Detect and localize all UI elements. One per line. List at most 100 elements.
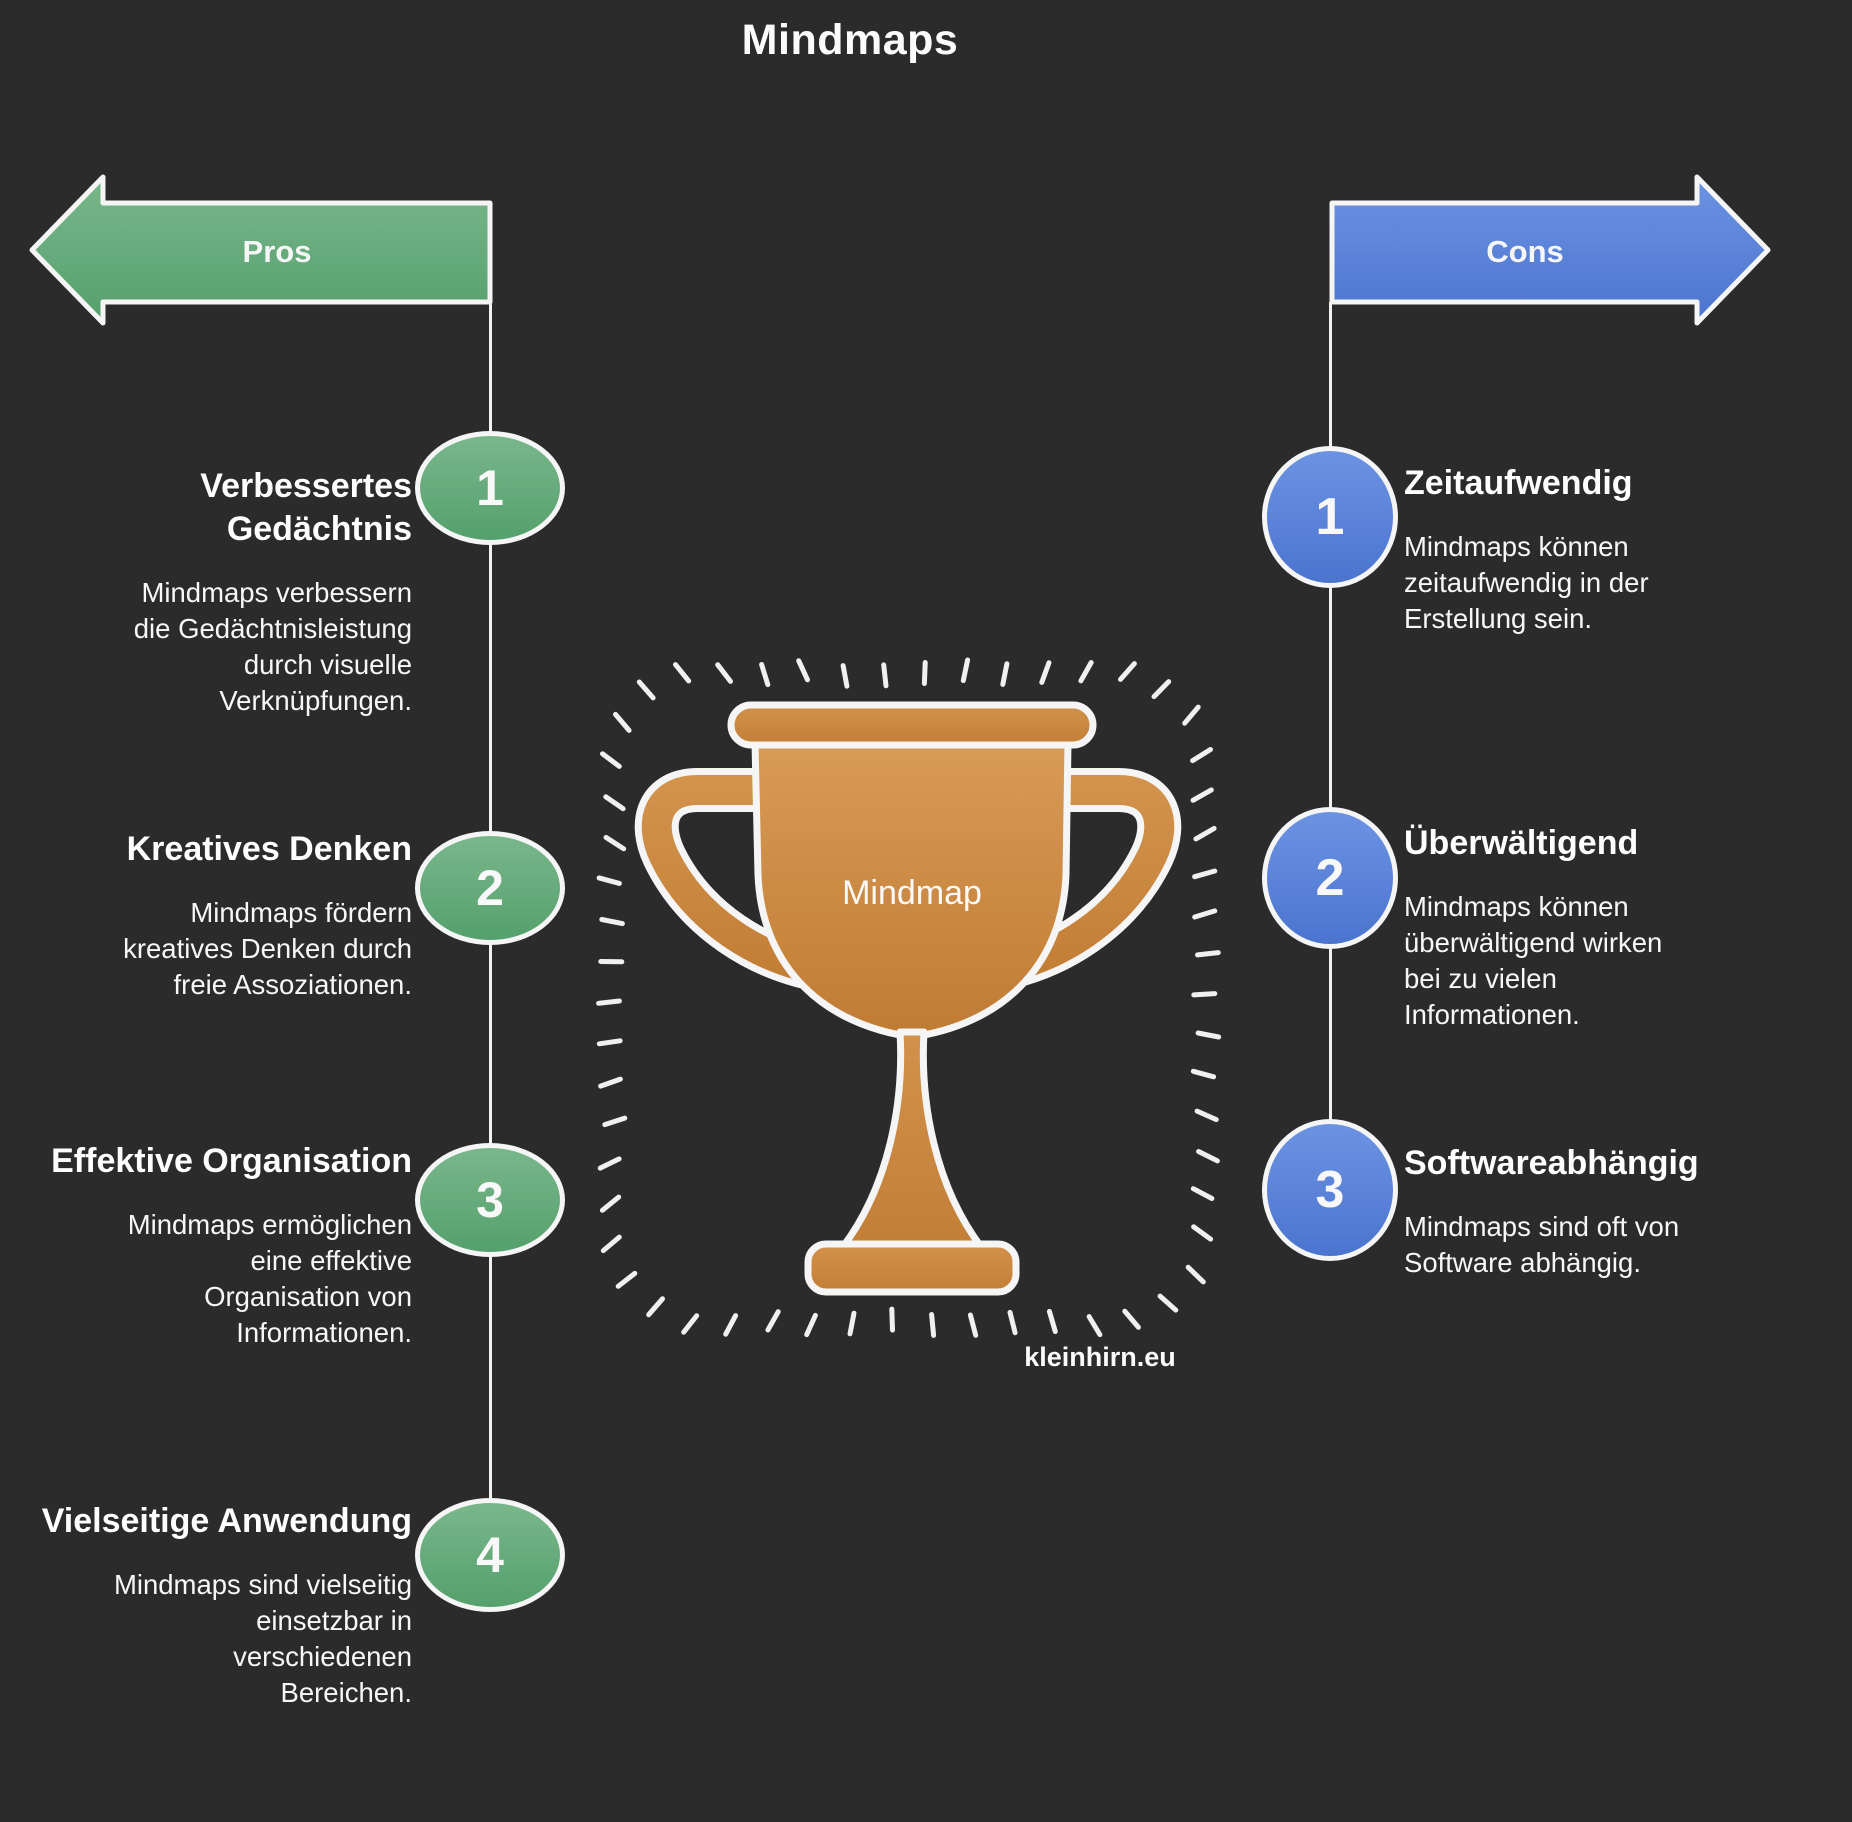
burst-tick: [796, 658, 810, 683]
pros-step-4-number: 4: [476, 1527, 504, 1583]
burst-tick: [1182, 704, 1201, 726]
burst-tick: [1192, 908, 1218, 920]
pros-item-2-heading: Kreatives Denken: [126, 830, 412, 868]
burst-tick: [1046, 1308, 1058, 1334]
burst-tick: [1194, 1108, 1219, 1123]
burst-tick: [596, 1038, 623, 1047]
cons-item-1: Zeitaufwendig Mindmaps können zeitaufwen…: [1404, 462, 1704, 637]
cons-item-3: Softwareabhängig Mindmaps sind oft von S…: [1404, 1142, 1704, 1281]
burst-tick: [599, 1194, 622, 1213]
burst-tick: [723, 1313, 739, 1337]
burst-tick: [603, 834, 627, 852]
burst-tick: [681, 1313, 700, 1335]
pros-step-3-badge: 3: [415, 1143, 565, 1257]
burst-tick: [1118, 661, 1137, 682]
pros-step-1-badge: 1: [415, 431, 565, 545]
burst-tick: [1039, 660, 1052, 685]
burst-tick: [636, 679, 656, 701]
burst-tick: [1192, 868, 1218, 880]
burst-tick: [921, 660, 928, 686]
pros-item-1-heading: Verbessertes Gedächtnis: [200, 467, 412, 548]
burst-tick: [759, 662, 771, 688]
burst-tick: [1190, 747, 1213, 764]
pros-step-2-badge: 2: [415, 831, 565, 945]
cons-timeline: [1329, 302, 1332, 1190]
cons-step-1-number: 1: [1315, 488, 1345, 546]
pros-step-1-number: 1: [476, 460, 504, 516]
cons-item-1-body: Mindmaps können zeitaufwendig in der Ers…: [1404, 530, 1649, 634]
cons-step-3-badge: 3: [1262, 1119, 1398, 1261]
burst-tick: [615, 1270, 638, 1289]
burst-tick: [602, 1115, 628, 1128]
cons-item-1-heading: Zeitaufwendig: [1404, 464, 1633, 502]
burst-tick: [1007, 1309, 1018, 1336]
cons-step-1-badge: 1: [1262, 446, 1398, 588]
burst-tick: [1190, 787, 1214, 803]
burst-tick: [804, 1312, 818, 1338]
burst-tick: [929, 1312, 937, 1338]
burst-tick: [1196, 1149, 1220, 1164]
pros-item-4-heading: Vielseitige Anwendung: [41, 1502, 412, 1540]
pros-step-4-badge: 4: [415, 1498, 565, 1612]
burst-tick: [596, 998, 622, 1006]
burst-tick: [1151, 679, 1172, 700]
pros-item-3: Effektive Organisation Mindmaps ermöglic…: [30, 1140, 412, 1351]
trophy-label: Mindmap: [842, 874, 982, 912]
burst-tick: [967, 1312, 979, 1338]
cons-arrow: [1329, 174, 1771, 326]
pros-item-2-body: Mindmaps fördern kreatives Denken durch …: [123, 896, 412, 1000]
burst-tick: [765, 1309, 781, 1333]
pros-item-3-body: Mindmaps ermöglichen eine effektive Orga…: [127, 1208, 412, 1348]
credit-text: kleinhirn.eu: [1024, 1342, 1176, 1372]
burst-tick: [1000, 661, 1010, 687]
burst-tick: [1193, 825, 1217, 842]
pros-arrow: [29, 174, 493, 326]
pros-item-4-body: Mindmaps sind vielseitig einsetzbar in v…: [113, 1568, 412, 1708]
trophy-icon: Mindmap: [634, 701, 1182, 1296]
burst-tick: [597, 1156, 622, 1171]
pros-item-4: Vielseitige Anwendung Mindmaps sind viel…: [30, 1500, 412, 1711]
burst-frame: [596, 657, 1222, 1338]
burst-tick: [600, 1234, 622, 1254]
burst-tick: [596, 875, 622, 886]
cons-step-2-badge: 2: [1262, 807, 1398, 949]
pros-item-1: Verbessertes Gedächtnis Mindmaps verbess…: [30, 465, 412, 719]
burst-tick: [1185, 1264, 1206, 1285]
burst-tick: [599, 917, 625, 927]
cons-arrow-label: Cons: [1486, 234, 1564, 269]
cons-item-3-body: Mindmaps sind oft von Software abhängig.: [1404, 1210, 1680, 1278]
burst-tick: [889, 1306, 895, 1333]
cons-item-2-heading: Überwältigend: [1404, 824, 1639, 862]
burst-tick: [715, 662, 733, 684]
pros-step-2-number: 2: [476, 860, 504, 916]
pros-step-3-number: 3: [476, 1172, 504, 1228]
burst-tick: [960, 657, 971, 684]
burst-tick: [673, 662, 692, 684]
page-title: Mindmaps: [741, 16, 959, 64]
burst-tick: [613, 711, 632, 733]
burst-tick: [598, 1076, 623, 1089]
burst-tick: [1195, 950, 1221, 958]
burst-tick: [1078, 660, 1094, 684]
burst-tick: [603, 794, 626, 812]
cons-item-2-body: Mindmaps können überwältigend wirken bei…: [1404, 890, 1663, 1030]
pros-arrow-label: Pros: [242, 234, 312, 269]
burst-tick: [1195, 1030, 1222, 1040]
cons-step-3-number: 3: [1315, 1161, 1345, 1219]
burst-tick: [1122, 1308, 1141, 1330]
burst-tick: [1190, 1068, 1217, 1080]
cons-item-3-heading: Softwareabhängig: [1404, 1144, 1699, 1182]
burst-tick: [847, 1310, 857, 1337]
burst-tick: [1157, 1293, 1179, 1313]
burst-tick: [600, 751, 622, 769]
cons-item-2: Überwältigend Mindmaps können überwältig…: [1404, 822, 1704, 1033]
burst-tick: [1191, 1224, 1214, 1242]
pros-item-1-body: Mindmaps verbessern die Gedächtnisleistu…: [133, 576, 412, 716]
pros-item-3-heading: Effektive Organisation: [51, 1142, 412, 1180]
cons-step-2-number: 2: [1315, 849, 1345, 907]
burst-tick: [881, 662, 889, 689]
burst-tick: [646, 1296, 665, 1318]
pros-item-2: Kreatives Denken Mindmaps fördern kreati…: [30, 828, 412, 1003]
burst-tick: [840, 663, 850, 689]
